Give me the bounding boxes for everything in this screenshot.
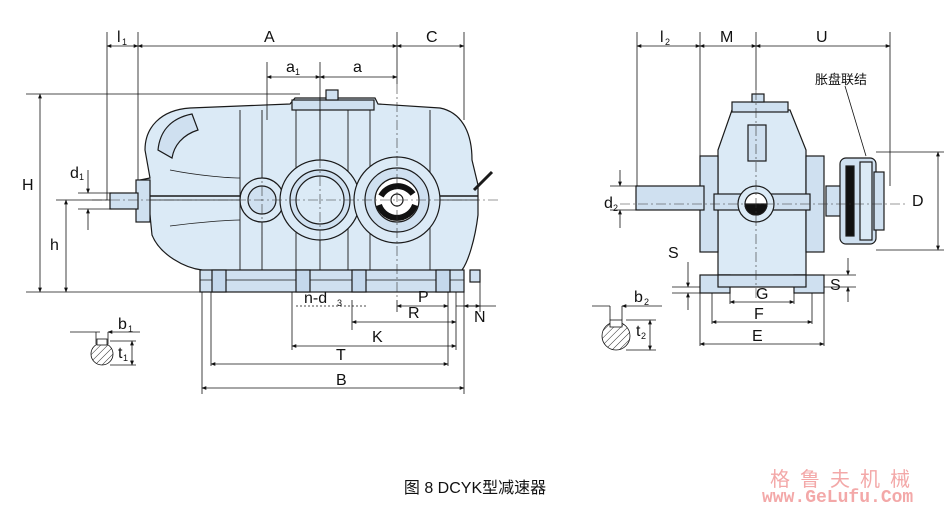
label-a1: a (286, 59, 295, 76)
label-nd3-sub: 3 (337, 298, 342, 308)
breather (325, 89, 339, 101)
label-nd3: n-d (304, 290, 327, 307)
label-l2: l (660, 29, 664, 46)
label-P: P (418, 289, 429, 306)
watermark-brand: 格鲁夫机械 (770, 467, 920, 491)
base-plate (199, 269, 465, 293)
label-G: G (756, 286, 768, 303)
lifting-lug (157, 113, 199, 159)
label-S-left: S (668, 245, 679, 262)
label-a: a (353, 59, 362, 76)
left-key-detail (70, 330, 140, 366)
label-B: B (336, 372, 347, 389)
label-A: A (264, 29, 275, 46)
right-key-detail (592, 304, 662, 351)
label-U: U (816, 29, 828, 46)
right-dimensions (610, 32, 944, 346)
label-b2: b (634, 289, 643, 306)
label-l1: l (117, 29, 121, 46)
left-dimensions (26, 32, 496, 394)
label-b1: b (118, 316, 127, 333)
label-b2-sub: 2 (644, 297, 649, 307)
dimension-labels: l 1 A C a 1 a H h d 1 n-d 3 P R N K T B … (22, 29, 924, 389)
inspection-cover (291, 99, 375, 111)
figure-caption: 图 8 DCYK型减速器 (403, 480, 547, 497)
label-h: h (50, 237, 59, 254)
label-l1-sub: 1 (122, 37, 127, 47)
label-H: H (22, 177, 34, 194)
side-input-shaft (635, 185, 705, 211)
label-N: N (474, 309, 486, 326)
label-R: R (408, 305, 420, 322)
label-d1: d (70, 165, 79, 182)
oil-plug (469, 269, 481, 283)
label-F: F (754, 306, 764, 323)
label-D: D (912, 193, 924, 210)
input-shaft (109, 192, 139, 210)
right-view (620, 90, 906, 300)
label-t2-sub: 2 (641, 331, 646, 341)
label-t1: t (118, 345, 123, 362)
label-t2: t (636, 323, 641, 340)
label-K: K (372, 329, 383, 346)
label-d2-sub: 2 (613, 203, 618, 213)
label-d2: d (604, 195, 613, 212)
label-coupling: 胀盘联结 (815, 72, 867, 87)
label-a1-sub: 1 (295, 67, 300, 77)
label-T: T (336, 347, 346, 364)
label-S-right: S (830, 277, 841, 294)
label-l2-sub: 2 (665, 37, 670, 47)
label-b1-sub: 1 (128, 324, 133, 334)
left-view (92, 84, 500, 300)
label-d1-sub: 1 (79, 172, 84, 182)
watermark-url: www.GeLufu.Com (762, 488, 914, 508)
label-C: C (426, 29, 438, 46)
label-t1-sub: 1 (123, 353, 128, 363)
label-E: E (752, 328, 763, 345)
label-M: M (720, 29, 733, 46)
